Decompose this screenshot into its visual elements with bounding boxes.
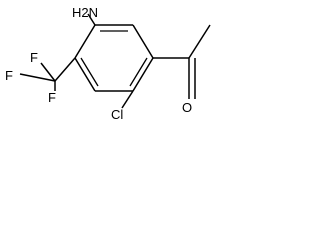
fluorine-left-label: F	[5, 68, 13, 83]
amine-bond	[87, 13, 96, 26]
fluorine-bottom-label: F	[48, 90, 56, 105]
chlorine-bond	[121, 90, 134, 109]
ring-bond-bottom-left	[74, 57, 96, 92]
molecule-canvas: H2N F F F Cl O	[0, 0, 218, 136]
ring-bond-left	[74, 24, 96, 59]
amino-label: H2N	[72, 5, 99, 20]
methyl-bond	[188, 24, 211, 59]
ring-double-right	[129, 57, 148, 87]
fluorine-top-label: F	[30, 50, 38, 65]
ring-double-left	[80, 57, 99, 87]
oxygen-label: O	[182, 100, 193, 115]
ring-bond-top-right	[132, 24, 154, 59]
cf3-f-left-bond	[19, 73, 56, 82]
chlorine-label: Cl	[111, 107, 124, 122]
ring-bond-right	[132, 57, 154, 92]
cf3-carbon-bond	[54, 57, 76, 82]
cf3-f-top-bond	[40, 62, 56, 82]
molecule-structure	[19, 13, 211, 109]
